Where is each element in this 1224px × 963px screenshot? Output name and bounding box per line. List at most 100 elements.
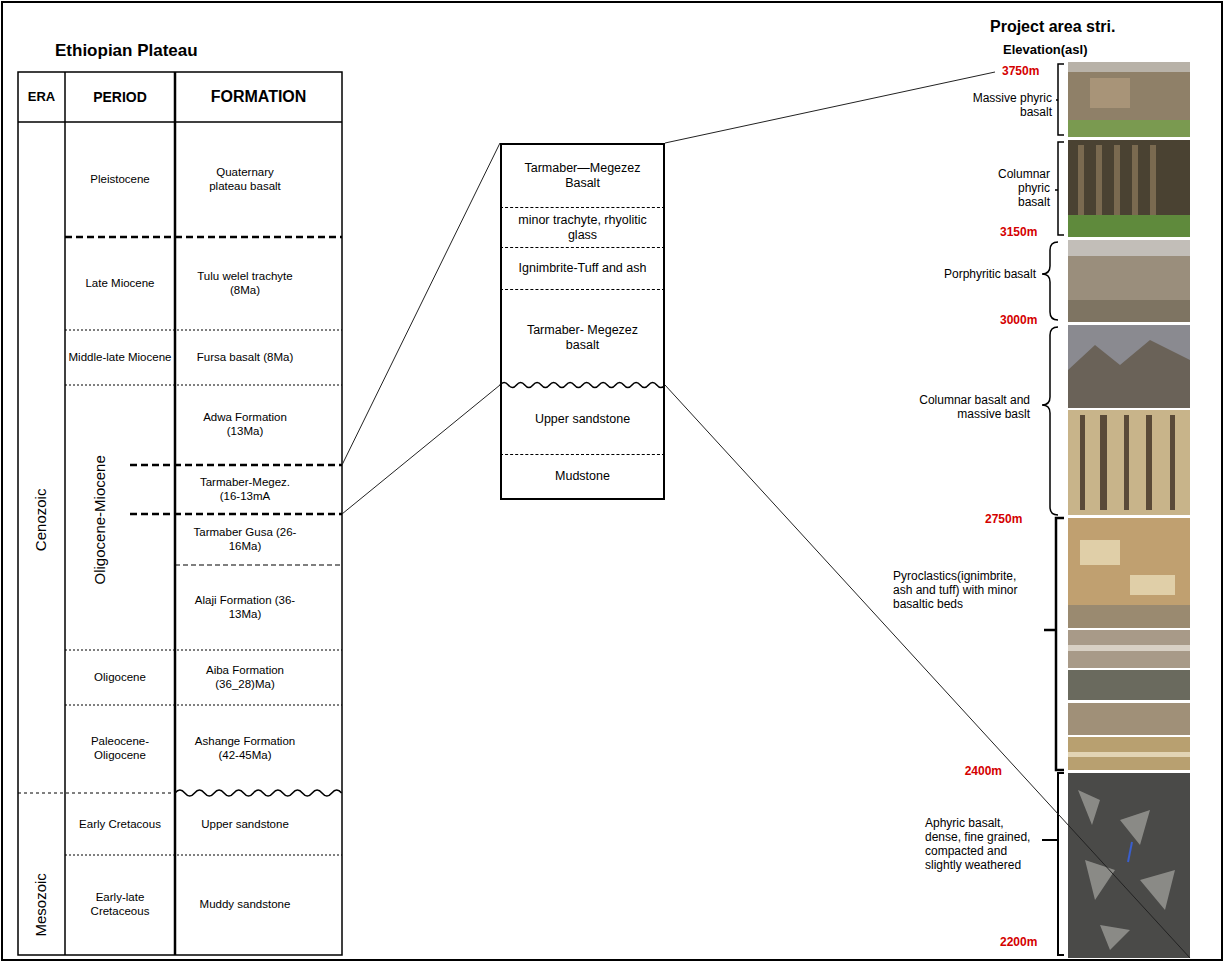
outcrop-photo: [1068, 62, 1190, 137]
stratum-name: Tarmaber- Megezez basalt: [510, 323, 655, 353]
zoom-line: [342, 385, 500, 514]
formation-name: Tarmaber Gusa (26-16Ma): [190, 526, 300, 553]
period-name: Oligocene: [67, 671, 173, 685]
row-rule: [175, 564, 342, 565]
formation-name: Alaji Formation (36-13Ma): [190, 594, 300, 621]
column-rule: [64, 72, 66, 955]
stratum-name: Upper sandstone: [535, 412, 630, 427]
bracket: [1055, 142, 1064, 235]
photo-detail: [1124, 415, 1129, 510]
curly-brace: [1042, 242, 1058, 320]
rock-description: Massive phyric basalt: [960, 91, 1052, 119]
period-name: Early Cretacous: [67, 818, 173, 832]
period-name: Pleistocene: [67, 173, 173, 187]
elevation-value: 2200m: [1000, 935, 1050, 949]
row-rule: [130, 464, 342, 467]
photo-detail: [1068, 645, 1190, 651]
row-rule: [18, 793, 175, 794]
stratum-band: Mudstone: [500, 455, 665, 500]
outcrop-photo: [1068, 518, 1190, 628]
formation-name: Upper sandstone: [190, 818, 300, 832]
photo-detail: [1068, 62, 1190, 72]
outcrop-photo: [1068, 703, 1190, 735]
formation-name: Muddy sandstone: [190, 898, 300, 912]
photo-detail: [1068, 215, 1190, 237]
outcrop-photo: [1068, 630, 1190, 668]
photo-detail: [1170, 415, 1175, 510]
elevation-value: 2400m: [956, 764, 1002, 778]
formation-name: Aiba Formation (36_28)Ma): [190, 664, 300, 691]
table-border: [18, 72, 342, 955]
photo-detail: [1128, 842, 1132, 862]
outcrop-photo: [1068, 773, 1190, 958]
photo-detail: [1090, 78, 1130, 108]
row-rule: [65, 855, 342, 856]
zoom-line: [342, 143, 500, 465]
photo-detail: [1068, 752, 1190, 757]
row-rule: [65, 650, 342, 651]
era-name: Mesozoic: [32, 855, 50, 955]
row-rule: [65, 705, 342, 706]
bracket: [1056, 64, 1064, 135]
elevation-value: 3150m: [1000, 225, 1050, 239]
photo-detail: [1068, 340, 1190, 408]
rock-description: Columnar phyric basalt: [990, 167, 1050, 209]
photo-detail: [1130, 575, 1175, 595]
zoom-line: [665, 72, 995, 143]
era-name: Cenozoic: [32, 450, 50, 590]
row-rule: [65, 236, 342, 239]
photo-detail: [1068, 605, 1190, 628]
outcrop-photos: [1068, 62, 1190, 958]
elevation-value: 3750m: [1002, 64, 1052, 78]
formation-name: Fursa basalt (8Ma): [190, 351, 300, 365]
table-title: Ethiopian Plateau: [55, 41, 275, 61]
unconformity-line: [175, 790, 342, 796]
zoom-line: [665, 385, 1190, 958]
rock-description: Aphyric basalt, dense, fine grained, com…: [925, 816, 1035, 873]
stratum-band: Tarmaber—Megezez Basalt: [500, 143, 665, 208]
column-header: FORMATION: [175, 88, 342, 107]
period-name: Middle-late Miocene: [67, 351, 173, 365]
outcrop-photo: [1068, 325, 1190, 408]
stratum-name: Mudstone: [555, 469, 610, 484]
photo-detail: [1068, 120, 1190, 137]
formation-name: Adwa Formation (13Ma): [190, 411, 300, 438]
photo-detail: [1150, 145, 1156, 221]
stratum-band: Tarmaber- Megezez basalt: [500, 290, 665, 385]
column-header: PERIOD: [65, 89, 175, 106]
photo-detail: [1068, 240, 1190, 256]
formation-name: Quaternary plateau basalt: [199, 166, 291, 193]
stratum-name: Tarmaber—Megezez Basalt: [510, 161, 655, 191]
stratum-band: Upper sandstone: [500, 385, 665, 455]
outcrop-photo: [1068, 410, 1190, 515]
zoom-lines: [342, 72, 995, 514]
stratum-band: Ignimbrite-Tuff and ash: [500, 248, 665, 290]
photo-detail: [1100, 415, 1107, 510]
photo-detail: [1080, 415, 1085, 510]
rock-description: Pyroclastics(ignimbrite, ash and tuff) w…: [893, 569, 1038, 611]
formation-name: Tarmaber-Megez. (16-13mA: [190, 476, 300, 503]
header-rule: [18, 121, 342, 123]
bracket: [1044, 518, 1064, 770]
period-name: Oligocene-Miocene: [91, 400, 109, 640]
period-name: Late Miocene: [67, 277, 173, 291]
photo-detail: [1114, 145, 1120, 223]
photo-detail: [1068, 300, 1190, 322]
stratum-name: minor trachyte, rhyolitic glass: [510, 213, 655, 243]
photo-detail: [1146, 415, 1152, 510]
photo-detail: [1132, 145, 1138, 227]
photo-detail: [1078, 145, 1084, 220]
rock-description: Columnar basalt and massive baslt: [905, 393, 1030, 421]
column-header: ERA: [18, 89, 65, 104]
row-rule: [65, 330, 342, 331]
formation-name: Ashange Formation (42-45Ma): [190, 735, 300, 762]
outcrop-photo: [1068, 670, 1190, 700]
period-name: Paleocene- Oligocene: [67, 735, 173, 762]
row-rule: [130, 513, 342, 516]
formation-name: Tulu welel trachyte (8Ma): [190, 270, 300, 297]
row-rule: [65, 385, 342, 386]
unconformity-line: [500, 383, 665, 388]
rock-description: Porphyritic basalt: [924, 267, 1036, 281]
